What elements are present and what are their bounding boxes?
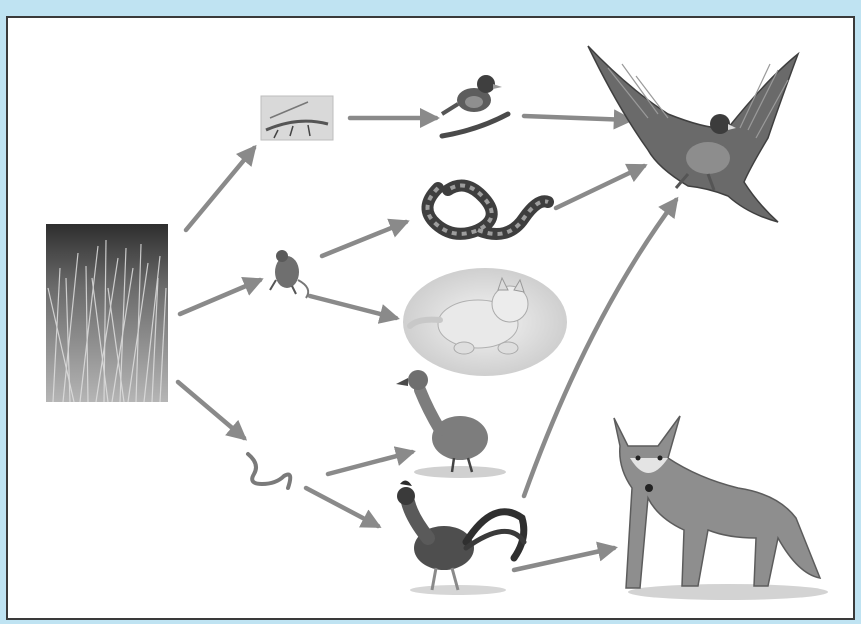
rooster-photo-icon <box>397 480 524 595</box>
arrow-grass-to-mouse <box>180 280 260 314</box>
arrow-grass-to-grasshopper <box>186 148 254 230</box>
mouse-photo-icon <box>270 250 308 298</box>
arrow-snake-to-hawk <box>556 166 644 208</box>
grass-photo-icon <box>46 224 168 402</box>
grasshopper-photo-icon <box>261 96 333 140</box>
bird-photo-icon <box>442 75 508 136</box>
fox-photo-icon <box>614 416 828 600</box>
duck-photo-icon <box>396 370 506 478</box>
arrow-mouse-to-cat <box>310 296 396 318</box>
arrow-grass-to-earthworm <box>178 382 244 438</box>
earthworm-icon <box>248 454 290 488</box>
arrow-earthworm-to-duck <box>328 452 412 474</box>
hawk-photo-icon <box>588 46 798 222</box>
food-web-panel <box>6 16 855 620</box>
arrow-mouse-to-snake <box>322 222 406 256</box>
food-web-diagram <box>8 18 857 622</box>
arrow-earthworm-to-rooster <box>306 488 378 526</box>
snake-photo-icon <box>427 186 548 235</box>
arrow-rooster-to-fox <box>514 548 614 570</box>
cat-photo-icon <box>403 268 567 376</box>
arrow-bird-to-hawk <box>524 116 630 120</box>
